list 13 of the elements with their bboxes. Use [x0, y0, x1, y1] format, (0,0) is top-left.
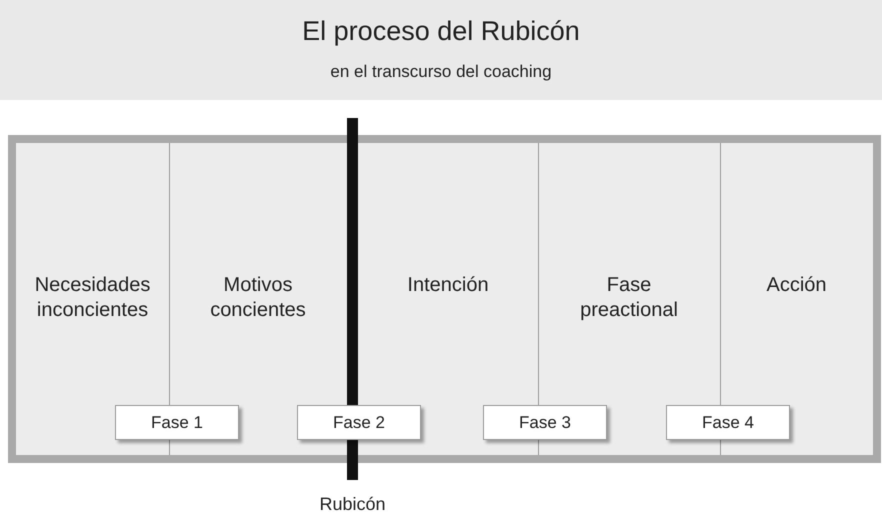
phase-box: Fase 2: [297, 405, 421, 440]
phase-box: Fase 4: [666, 405, 790, 440]
subtitle: en el transcurso del coaching: [329, 62, 553, 82]
bar-caption: Rubicón: [318, 494, 387, 515]
stage-label: Fase preactional: [559, 273, 699, 323]
phase-box: Fase 1: [115, 405, 239, 440]
phase-box: Fase 3: [483, 405, 607, 440]
stage-label: Motivos concientes: [188, 273, 328, 323]
stage-label: Acción: [726, 273, 866, 298]
stage-label: Intención: [378, 273, 518, 298]
stage-label: Necesidades inconcientes: [22, 273, 162, 323]
title: El proceso del Rubicón: [301, 16, 581, 47]
process-frame: [8, 135, 881, 463]
